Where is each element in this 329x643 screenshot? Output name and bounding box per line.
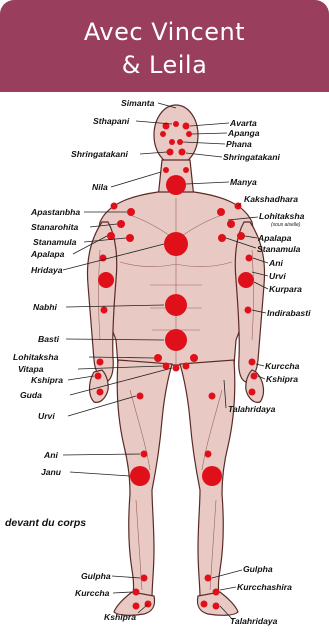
marma-point-lohitaksha-right (190, 354, 198, 362)
caption-front-of-body: devant du corps (5, 517, 86, 529)
marma-point-kakshadhara-left (111, 203, 118, 210)
label-talahridaya-hand: Talahridaya (228, 404, 276, 414)
marma-point-indirabasti-right (245, 307, 252, 314)
marma-point-stanarohita-left (117, 220, 125, 228)
label-lohitaksha-lower: Lohitaksha (13, 352, 59, 362)
marma-point-urvi-left (137, 393, 144, 400)
label-apanga: Apanga (227, 128, 260, 138)
label-lohitaksha-upper-note: (sous aiselle) (271, 222, 301, 228)
label-urvi-upper: Urvi (269, 271, 286, 281)
label-shringatakani-right: Shringatakani (223, 152, 280, 162)
marma-point-guda (173, 365, 180, 372)
marma-point-kurccha-foot-right (213, 589, 220, 596)
marma-point-stanarohita-right (227, 220, 235, 228)
label-gulpha-left: Gulpha (81, 571, 111, 581)
marma-point-talahridaya-foot-right (213, 603, 220, 610)
label-kshipra-hand: Kshipra (266, 374, 298, 384)
marma-point-gulpha-left (141, 575, 148, 582)
label-gulpha-right: Gulpha (243, 564, 273, 574)
label-kurccha-lower: Kurccha (75, 588, 110, 598)
marma-point-apastanbha-left (127, 208, 135, 216)
label-indirabasti: Indirabasti (267, 308, 311, 318)
marma-point-janu-right (202, 466, 222, 486)
label-apalapa-right: Apalapa (257, 233, 292, 243)
label-apalapa-left: Apalapa (30, 249, 65, 259)
marma-point-phana-right (177, 139, 183, 145)
marma-point-apastanbha-right (217, 208, 225, 216)
label-stanamula-left: Stanamula (33, 237, 77, 247)
label-janu: Janu (41, 467, 62, 477)
label-nabhi: Nabhi (33, 302, 57, 312)
marma-point-sthapani (173, 121, 179, 127)
label-kakshadhara: Kakshadhara (244, 194, 298, 204)
marma-point-indirabasti-left (101, 307, 108, 314)
label-lohitaksha-upper: Lohitaksha (259, 211, 305, 221)
label-shringatakani-left: Shringatakani (71, 149, 128, 159)
marma-point-avarta-right (183, 123, 190, 130)
label-kurcchashira: Kurcchashira (237, 582, 292, 592)
marma-point-urvi-right (209, 393, 216, 400)
marma-point-janu-left (130, 466, 150, 486)
label-apastanbha: Apastanbha (30, 207, 80, 217)
marma-point-nabhi (165, 294, 187, 316)
marma-point-phana-left (169, 139, 175, 145)
marma-point-kurccha-hand-right (249, 359, 256, 366)
marma-point-talahridaya-hand-left (97, 389, 104, 396)
marma-point-nila-left (163, 167, 169, 173)
marma-point-nila-right (183, 167, 189, 173)
marma-point-stanamula-left (126, 234, 134, 242)
marma-point-ani-lower-right (205, 451, 212, 458)
marma-point-shringatakani-right (179, 149, 186, 156)
label-simanta: Simanta (121, 98, 155, 108)
marma-point-lohitaksha-left (154, 354, 162, 362)
marma-point-manya (166, 175, 186, 195)
marma-point-ani-lower-left (141, 451, 148, 458)
label-ani-lower: Ani (43, 450, 58, 460)
label-kurpara: Kurpara (269, 284, 302, 294)
marma-point-gulpha-right (205, 575, 212, 582)
marma-point-kurccha-hand-left (97, 359, 104, 366)
marma-point-shringatakani-left (167, 149, 174, 156)
marma-point-vitapa-left (163, 363, 170, 370)
label-vitapa: Vitapa (18, 364, 44, 374)
label-kurccha-upper: Kurccha (265, 361, 300, 371)
label-kshipra-left: Kshipra (31, 375, 63, 385)
label-sthapani: Sthapani (93, 116, 130, 126)
left-arm (88, 222, 117, 382)
label-ani-upper: Ani (268, 258, 283, 268)
marma-point-basti (165, 329, 187, 351)
marma-point-kshipra-hand-left (95, 373, 102, 380)
marma-point-talahridaya-foot-left (133, 603, 140, 610)
marma-point-kurccha-foot-left (133, 589, 140, 596)
label-avarta: Avarta (229, 118, 257, 128)
marma-point-apalapa-right (237, 232, 245, 240)
label-hridaya: Hridaya (31, 265, 63, 275)
label-urvi-lower: Urvi (38, 411, 55, 421)
marma-point-apanga-left (160, 131, 166, 137)
marma-point-kshipra-foot-right (201, 601, 208, 608)
label-nila: Nila (92, 182, 108, 192)
marma-point-kurpara-right (238, 272, 254, 288)
label-manya: Manya (230, 177, 257, 187)
marma-point-hridaya (164, 232, 188, 256)
label-stanamula-right: Stanamula (257, 244, 301, 254)
label-phana: Phana (226, 139, 252, 149)
marma-point-stanamula-right (218, 234, 226, 242)
marma-point-kshipra-hand-right (251, 373, 258, 380)
marma-point-ani-upper-right (246, 255, 253, 262)
marma-point-apanga-right (186, 131, 192, 137)
label-kshipra-foot: Kshipra (104, 612, 136, 622)
label-talahridaya-foot: Talahridaya (230, 616, 278, 626)
label-guda: Guda (20, 390, 42, 400)
marma-point-kurpara-left (98, 272, 114, 288)
marma-point-talahridaya-hand-right (249, 389, 256, 396)
label-stanarohita: Stanarohita (31, 222, 78, 232)
marma-point-vitapa-right (183, 363, 190, 370)
label-basti: Basti (38, 334, 60, 344)
